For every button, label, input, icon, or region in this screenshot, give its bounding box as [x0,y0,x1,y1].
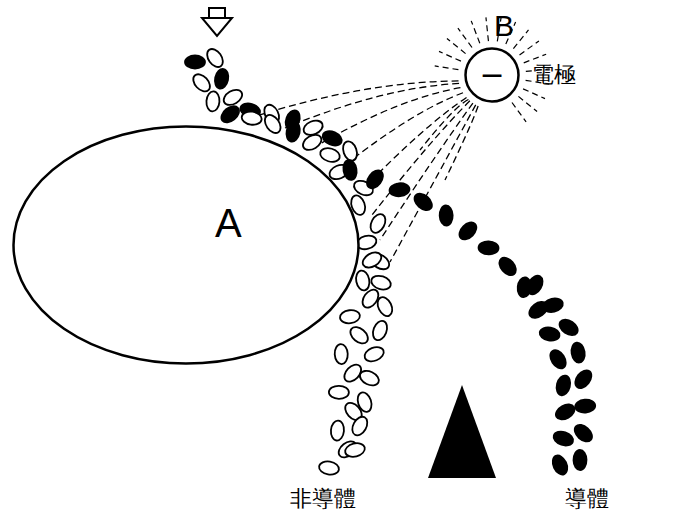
conductor-particle [524,273,545,297]
conductor-particle [213,68,230,90]
field-ray [439,51,461,61]
insulator-particle [339,309,360,324]
field-line [345,93,463,165]
conductor-particle [439,205,453,225]
field-ray [513,30,528,49]
field-line [380,103,473,240]
polarity-sign: − [479,60,504,90]
conductor-particle [411,190,435,213]
insulator-particle [370,274,393,292]
splitter [428,385,496,478]
field-ray [447,38,466,53]
field-ray [520,41,539,55]
insulator-particle [360,249,384,270]
conductor-particle [285,121,302,143]
field-line [250,81,459,118]
electrode-label: B [494,11,514,41]
conductor-particle [550,453,570,477]
insulator-particle [358,368,382,388]
ellipse [14,127,359,364]
conductor-particle [389,182,410,197]
conductor-particle [572,422,596,445]
field-line [420,100,468,150]
insulator-particle [355,391,374,414]
conductor-particle [320,128,344,148]
conductor-particle [542,297,564,314]
conductor-particle [218,103,242,126]
field-ray [523,89,545,99]
conductor-particle [547,347,569,371]
conductor-particle [552,429,575,448]
conductor-particle [539,326,561,342]
insulator-particle [370,319,389,342]
conductor-particle [364,167,386,191]
conductor-particle [456,219,479,242]
field-ray [512,103,526,122]
conductor-particle [575,399,596,414]
ellipse-outline [12,125,360,365]
insulator-particle [206,91,220,112]
insulator-particle [341,139,360,162]
insulator-particle [241,110,263,126]
insulator-particle [368,212,389,236]
conductor-particle [573,450,586,470]
insulator-particle [375,295,395,319]
electrode-caption: 電極 [532,64,576,86]
feed-arrow [202,8,232,36]
field-ray [486,17,489,41]
conductor-particle [557,316,581,338]
insulator-particle [204,46,226,70]
conductor-particle [555,374,572,397]
insulator-particle [300,132,324,153]
field-ray [524,54,546,63]
drum-label: A [215,203,242,243]
field-ray [518,96,537,111]
conductor-particle [553,401,577,422]
nonconductor-label: 非導體 [290,488,356,510]
conductor-particle [185,56,205,69]
conductor-label: 導體 [565,488,609,510]
conductor-particle [496,255,519,279]
conductor-particle [570,342,586,364]
insulator-particle [330,420,345,441]
conductor-particle [478,241,498,255]
insulator-particle [349,414,370,438]
circle [466,49,519,102]
insulator-particle [334,344,348,365]
insulator-particle [262,112,284,136]
electrode: B− [464,47,520,103]
conductor-particle [342,159,358,181]
insulator-particle [347,324,371,347]
insulator-particle [354,269,371,291]
conductor-particle [572,367,595,391]
insulator-particle [344,441,367,458]
insulator-particle [329,386,349,399]
field-ray [471,21,480,43]
insulator-particle [362,344,385,364]
field-line [445,106,478,180]
insulator-particle [319,146,342,164]
field-ray [458,28,472,47]
field-ray [435,66,459,70]
drum: A [12,125,360,365]
insulator-particle [190,71,213,94]
insulator-particle [318,460,340,476]
